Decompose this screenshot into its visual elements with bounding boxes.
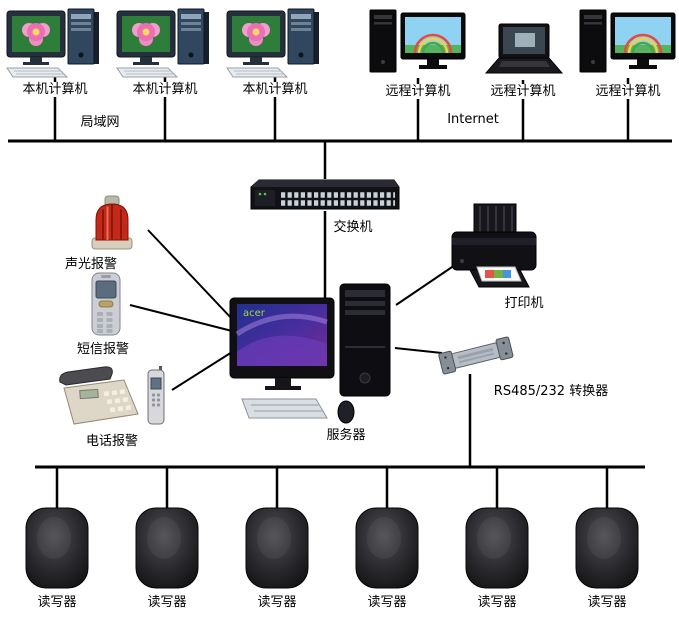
sound-light-alarm	[86, 194, 138, 252]
server: acer	[228, 282, 398, 427]
peripheral-link-lines	[394, 262, 472, 468]
remote-computer-2	[478, 22, 568, 80]
card-reader-icon	[574, 506, 640, 590]
reader-3-label: 读写器	[255, 595, 299, 610]
reader-5-label: 读写器	[475, 595, 519, 610]
switch-icon	[250, 179, 400, 210]
reader-4-label: 读写器	[365, 595, 409, 610]
reader-drop-lines	[55, 467, 609, 508]
server-computer-icon: acer	[229, 283, 391, 424]
card-reader-icon	[134, 506, 200, 590]
serial-converter-icon	[438, 336, 514, 375]
reader-5	[464, 506, 530, 590]
server-screen-brand: acer	[243, 308, 266, 319]
switch-label: 交换机	[331, 220, 375, 235]
local-computer-1	[5, 6, 105, 78]
card-reader-icon	[244, 506, 310, 590]
desktop-computer-icon	[5, 6, 105, 78]
reader-2-label: 读写器	[145, 595, 189, 610]
converter-label: RS485/232 转换器	[491, 384, 611, 399]
reader-6	[574, 506, 640, 590]
reader-1	[24, 506, 90, 590]
alarm-link-lines	[129, 229, 241, 391]
rs485-232-converter	[436, 330, 516, 378]
remote-computer-1	[368, 8, 468, 80]
phone-alarm-label: 电话报警	[83, 434, 141, 449]
sms-alarm-label: 短信报警	[74, 342, 132, 357]
lan-label: 局域网	[78, 115, 122, 130]
reader-6-label: 读写器	[585, 595, 629, 610]
internet-label: Internet	[445, 112, 501, 127]
local-computer-3-label: 本机计算机	[240, 82, 310, 97]
card-reader-icon	[464, 506, 530, 590]
sound-light-alarm-label: 声光报警	[62, 257, 120, 272]
remote-desktop-icon	[368, 8, 468, 80]
remote-computer-3-label: 远程计算机	[593, 84, 663, 99]
desktop-computer-icon	[225, 6, 325, 78]
reader-2	[134, 506, 200, 590]
local-computer-3	[225, 6, 325, 78]
sms-alarm	[86, 271, 126, 337]
printer	[450, 203, 538, 291]
local-computer-2-label: 本机计算机	[130, 82, 200, 97]
remote-desktop-icon	[578, 8, 678, 80]
phone-alarm	[58, 366, 170, 428]
printer-icon	[451, 203, 537, 288]
reader-1-label: 读写器	[35, 595, 79, 610]
desktop-computer-icon	[115, 6, 215, 78]
reader-3	[244, 506, 310, 590]
reader-4	[354, 506, 420, 590]
network-switch	[249, 177, 401, 213]
mobile-phone-icon	[91, 272, 121, 336]
local-computer-1-label: 本机计算机	[20, 82, 90, 97]
card-reader-icon	[24, 506, 90, 590]
laptop-icon	[478, 22, 568, 80]
remote-computer-3	[578, 8, 678, 80]
printer-label: 打印机	[502, 296, 546, 311]
card-reader-icon	[354, 506, 420, 590]
telephone-icon	[59, 366, 165, 425]
remote-computer-1-label: 远程计算机	[383, 84, 453, 99]
siren-icon	[91, 195, 133, 250]
server-label: 服务器	[324, 428, 368, 443]
local-computer-2	[115, 6, 215, 78]
remote-computer-2-label: 远程计算机	[488, 84, 558, 99]
